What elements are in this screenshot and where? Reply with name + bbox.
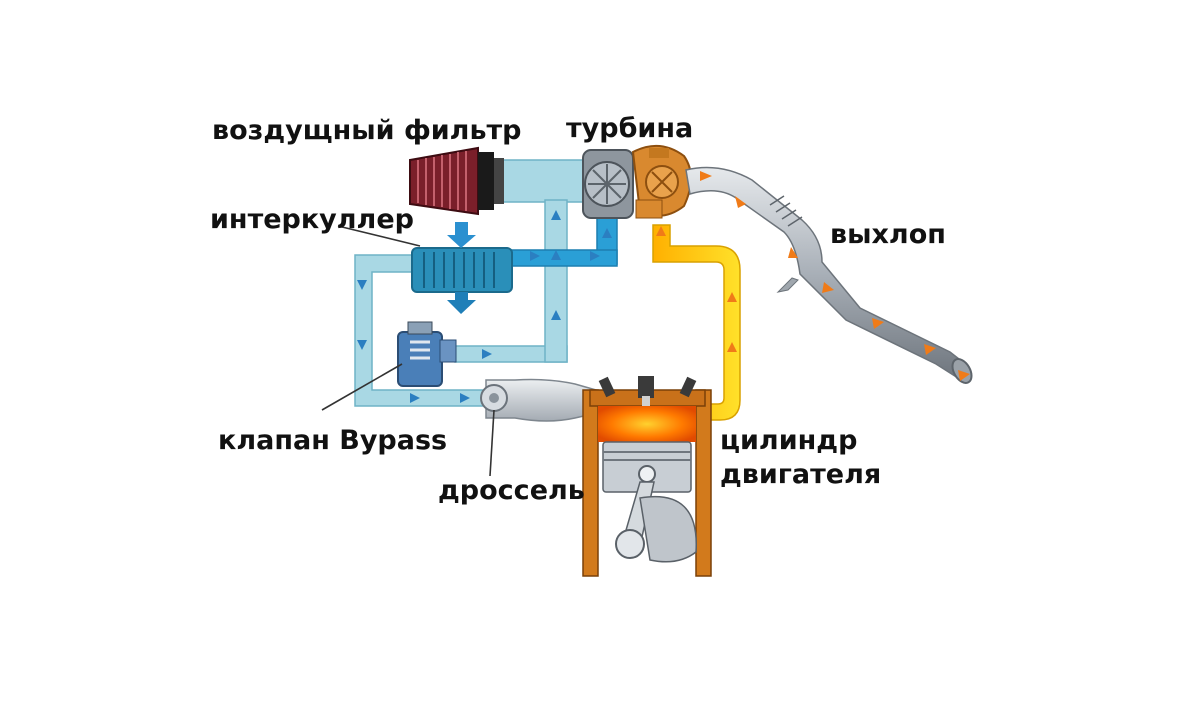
piston-icon	[582, 376, 712, 577]
arrow	[410, 393, 420, 403]
cylinder-label-line1: цилиндр	[720, 425, 858, 456]
bypass-return-riser	[544, 199, 568, 363]
arrow	[727, 342, 737, 352]
arrow	[551, 310, 561, 320]
arrow	[872, 318, 884, 329]
arrow	[551, 250, 561, 260]
intercooler-icon	[411, 222, 513, 314]
leader-throttle	[489, 409, 495, 477]
exhaust-flow-arrows	[656, 171, 970, 381]
bypass-valve-icon	[397, 321, 457, 387]
leader-intercooler	[337, 225, 421, 247]
arrow	[924, 344, 936, 355]
throttle-icon	[480, 378, 611, 422]
arrow	[727, 292, 737, 302]
intake-flow-arrows	[357, 210, 612, 403]
turbine-label: турбина	[566, 113, 694, 144]
leader-bypass	[321, 363, 403, 411]
arrow	[482, 349, 492, 359]
bypass-valve-label: клапан Bypass	[218, 425, 448, 456]
arrow	[551, 210, 561, 220]
air-filter-label: воздущный фильтр	[212, 115, 522, 146]
arrow	[357, 340, 367, 350]
exhaust-gas-pipe	[652, 224, 741, 421]
intercooler-label: интеркуллер	[210, 204, 414, 235]
arrow	[788, 247, 798, 258]
cylinder-label-line2: двигателя	[720, 458, 882, 490]
turbocharger-icon	[582, 145, 692, 219]
arrow	[530, 251, 540, 261]
arrow	[822, 282, 834, 293]
air-filter-icon	[409, 146, 504, 216]
cylinder-label: цилиндр двигателя	[720, 424, 881, 492]
arrow	[357, 280, 367, 290]
exhaust-label: выхлоп	[830, 219, 946, 250]
arrow	[700, 171, 712, 181]
arrow	[590, 251, 600, 261]
throttle-label: дроссель	[438, 475, 585, 506]
arrow	[602, 228, 612, 238]
leader-lines	[321, 225, 495, 477]
arrow	[735, 196, 746, 208]
arrow	[656, 226, 666, 236]
arrow	[958, 370, 970, 381]
arrow	[460, 393, 470, 403]
